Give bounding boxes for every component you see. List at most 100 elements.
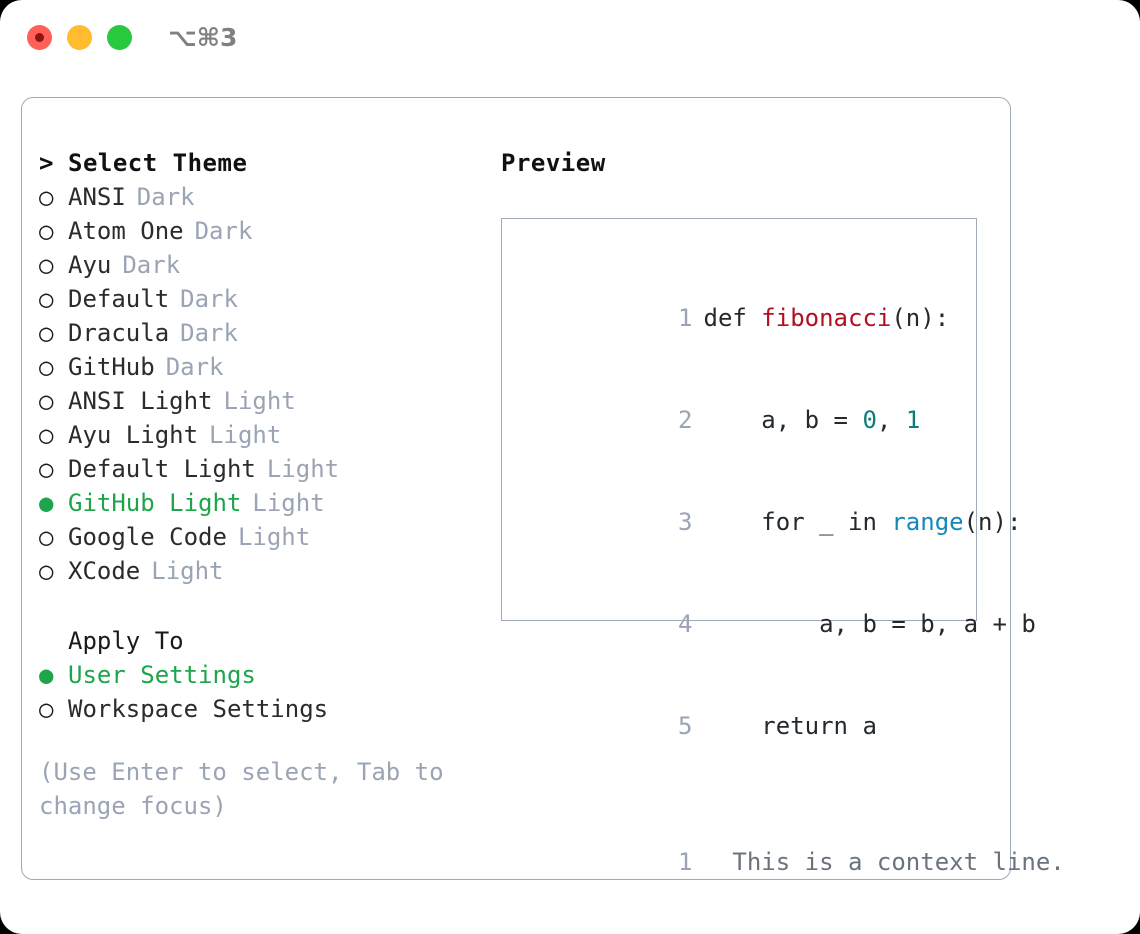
apply-option-label: User Settings [68,661,256,689]
theme-option-ayu-dark[interactable]: ○ Ayu Dark [39,251,489,285]
code-token: (n): [963,508,1022,536]
line-number: 4 [678,610,693,638]
theme-name-label: ANSI [68,183,126,211]
code-token-number: 1 [905,406,921,434]
theme-option-ansi-light[interactable]: ○ ANSI Light Light [39,387,489,421]
radio-selected-icon: ● [39,661,54,689]
close-window-button[interactable] [27,25,52,50]
radio-unselected-icon: ○ [39,183,54,211]
apply-option-user-settings[interactable]: ● User Settings [39,661,489,695]
theme-variant-badge: Light [237,523,311,551]
diff-text: This is a context line. [732,848,1065,876]
section-spacer [39,591,489,627]
radio-unselected-icon: ○ [39,421,54,449]
theme-name-label: Ayu Light [68,421,199,449]
radio-unselected-icon: ○ [39,387,54,415]
radio-unselected-icon: ○ [39,523,54,551]
code-token: a, b = b, a + b [703,610,1036,638]
theme-selection-column: > Select Theme ○ ANSI Dark ○ Atom One Da… [39,149,489,823]
theme-option-ansi-dark[interactable]: ○ ANSI Dark [39,183,489,217]
code-token: (n): [891,304,950,332]
apply-option-label: Workspace Settings [68,695,329,723]
theme-variant-badge: Light [252,489,325,517]
theme-name-label: ANSI Light [68,387,213,415]
theme-name-label: Atom One [68,217,184,245]
code-token: def [703,304,762,332]
maximize-window-button[interactable] [107,25,132,50]
radio-selected-icon: ● [39,489,54,517]
theme-option-xcode-light[interactable]: ○ XCode Light [39,557,489,591]
section-title-label: Select Theme [68,149,248,177]
radio-unselected-icon: ○ [39,251,54,279]
theme-option-atom-one-dark[interactable]: ○ Atom One Dark [39,217,489,251]
theme-variant-badge: Dark [136,183,195,211]
theme-variant-badge: Dark [180,285,238,313]
theme-option-default-dark[interactable]: ○ Default Dark [39,285,489,319]
preview-title-label: Preview [501,149,606,177]
theme-option-google-code-light[interactable]: ○ Google Code Light [39,523,489,557]
diff-spacer [522,777,976,811]
theme-name-label: GitHub [68,353,155,381]
theme-variant-badge: Dark [122,251,181,279]
prompt-chevron-icon: > [39,149,54,177]
title-bar: ⌥⌘3 [0,0,1140,78]
apply-to-header: Apply To [39,627,489,661]
theme-option-default-light[interactable]: ○ Default Light Light [39,455,489,489]
radio-unselected-icon: ○ [39,557,54,585]
code-line: 2 a, b = 0, 1 [522,369,976,471]
diff-sign [704,848,733,876]
close-modified-dot-icon [35,33,44,42]
diff-line-deleted: 2- This line was deleted. [522,913,976,934]
theme-option-ayu-light[interactable]: ○ Ayu Light Light [39,421,489,455]
line-number: 5 [678,712,693,740]
radio-unselected-icon: ○ [39,695,54,723]
theme-option-dracula-dark[interactable]: ○ Dracula Dark [39,319,489,353]
theme-variant-badge: Dark [194,217,253,245]
code-token: , [876,406,906,434]
radio-unselected-icon: ○ [39,455,54,483]
theme-variant-badge: Light [209,421,282,449]
traffic-light-group [27,25,132,50]
theme-name-label: Dracula [68,319,170,347]
theme-name-label: Default [68,285,170,313]
code-line: 4 a, b = b, a + b [522,573,1036,675]
code-line: 3 for _ in range(n): [522,471,1021,573]
code-token-function: fibonacci [761,304,892,332]
select-theme-header: > Select Theme [39,149,489,183]
code-token: return a [703,712,877,740]
line-number: 2 [678,406,693,434]
theme-option-github-dark[interactable]: ○ GitHub Dark [39,353,489,387]
line-number: 1 [678,848,693,876]
code-token-builtin: range [891,508,964,536]
theme-name-label: Ayu [68,251,112,279]
radio-unselected-icon: ○ [39,319,54,347]
code-token-number: 0 [862,406,877,434]
theme-variant-badge: Dark [180,319,238,347]
radio-unselected-icon: ○ [39,353,54,381]
apply-option-workspace-settings[interactable]: ○ Workspace Settings [39,695,489,729]
theme-picker-dialog: > Select Theme ○ ANSI Dark ○ Atom One Da… [21,97,1065,880]
theme-variant-badge: Light [151,557,224,585]
code-line: 5 return a [522,675,976,777]
minimize-window-button[interactable] [67,25,92,50]
theme-name-label: Google Code [68,523,227,551]
theme-variant-badge: Light [223,387,296,415]
diff-line-context: 1 This is a context line. [522,811,1065,913]
theme-option-github-light[interactable]: ● GitHub Light Light [39,489,489,523]
line-number: 1 [678,304,693,332]
apply-to-title-label: Apply To [68,627,184,655]
theme-variant-badge: Light [266,455,340,483]
code-token: a, b = [703,406,863,434]
theme-name-label: GitHub Light [68,489,242,517]
keyboard-help-text: (Use Enter to select, Tab to change focu… [39,758,444,820]
code-token: for _ in [703,508,892,536]
theme-name-label: XCode [68,557,141,585]
radio-unselected-icon: ○ [39,217,54,245]
radio-unselected-icon: ○ [39,285,54,313]
theme-name-label: Default Light [68,455,256,483]
line-number: 3 [678,508,693,536]
theme-variant-badge: Dark [165,353,224,381]
